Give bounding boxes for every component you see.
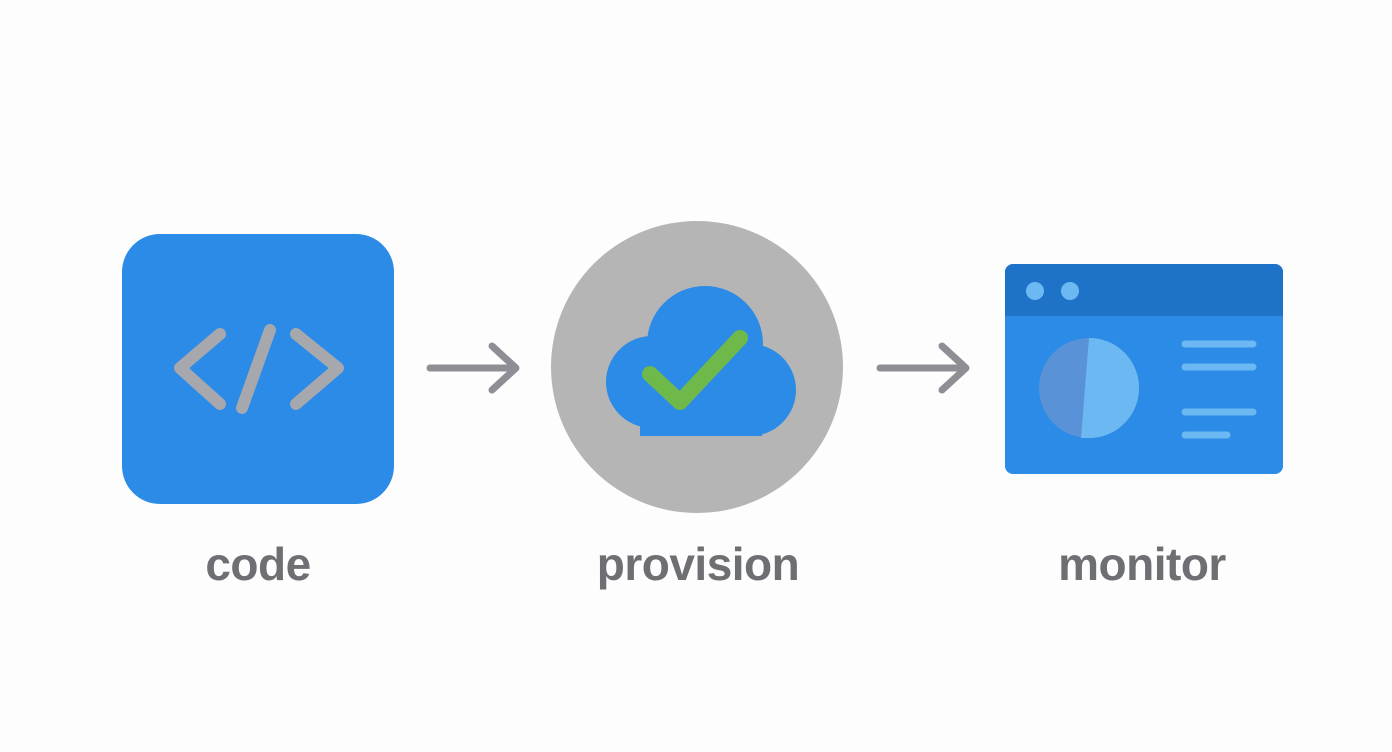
code-step [122, 234, 394, 504]
cloud-check-icon [551, 221, 843, 513]
provision-label: provision [596, 538, 800, 590]
window-dot-icon [1061, 282, 1079, 300]
arrow-right-icon [876, 342, 970, 394]
window-dot-icon [1026, 282, 1044, 300]
code-label: code [205, 538, 311, 590]
arrow-right-icon [426, 342, 520, 394]
slash [236, 324, 276, 414]
right-angle-bracket [290, 328, 344, 410]
left-angle-bracket [174, 328, 226, 410]
provision-step [550, 220, 844, 514]
monitor-step [1005, 264, 1283, 474]
check-mark [642, 330, 748, 410]
code-brackets-icon [122, 234, 394, 504]
window-titlebar [1005, 264, 1283, 316]
pie-chart-icon [1039, 338, 1139, 438]
monitor-label: monitor [1058, 538, 1226, 590]
dashboard-window-icon [1005, 264, 1283, 474]
